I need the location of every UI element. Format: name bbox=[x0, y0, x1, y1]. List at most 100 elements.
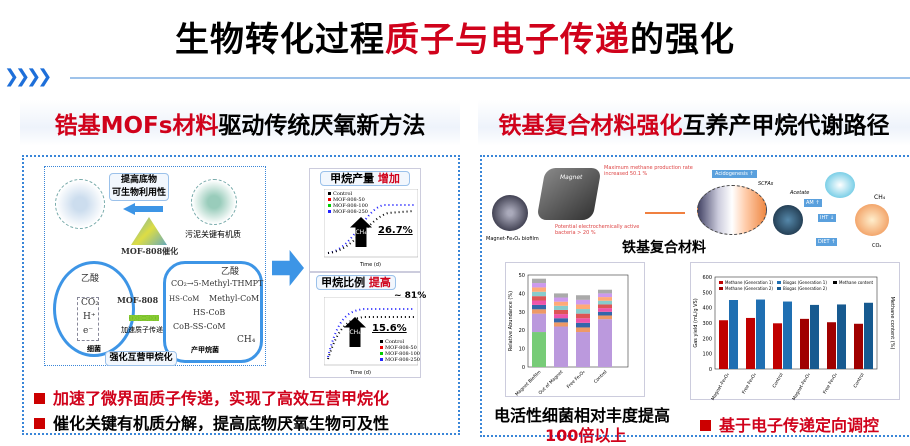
right-bullet-text: 基于电子传递定向调控 bbox=[719, 416, 880, 435]
magnet-label: Magnet bbox=[559, 174, 584, 181]
hs-cob-label: HS-CoB bbox=[193, 308, 226, 317]
legend-marker bbox=[380, 346, 383, 349]
abundance-segment bbox=[554, 322, 568, 327]
right-caption-2: 100倍以上 bbox=[545, 426, 627, 445]
abundance-segment bbox=[532, 309, 546, 314]
plot-frame bbox=[714, 276, 878, 370]
magnet-image: Magnet bbox=[536, 168, 602, 220]
biogas-bar bbox=[729, 300, 738, 369]
title-part2: 质子与电子传递 bbox=[385, 20, 630, 60]
left-heading-part2: 驱动传统厌氧新方法 bbox=[218, 113, 426, 139]
legend-entry: Control bbox=[328, 191, 368, 197]
sludge-label: 污泥关键有机质 bbox=[185, 230, 241, 239]
methane-bar bbox=[719, 320, 728, 369]
methane-yield-chart: 甲烷产量 增加 Control MOF-808-50 MOF-808-100 M… bbox=[309, 168, 421, 272]
biogas-bar bbox=[864, 302, 873, 369]
chart2-value2: ~ 81% bbox=[394, 291, 427, 301]
abundance-segment bbox=[554, 305, 568, 310]
h-plus-label: H⁺ bbox=[83, 312, 96, 322]
legend-label: Control bbox=[333, 191, 353, 197]
abundance-segment bbox=[554, 314, 568, 319]
right-heading-part2: 互养产甲烷代谢路径 bbox=[682, 113, 890, 139]
abundance-segment bbox=[598, 289, 612, 294]
abundance-segment bbox=[554, 309, 568, 315]
chart2-arrow-top: CH₄ bbox=[349, 329, 361, 336]
methane-yield-plot bbox=[324, 189, 418, 258]
diet-schematic bbox=[697, 185, 767, 235]
abundance-segment bbox=[598, 304, 612, 309]
left-bullet-2-text: 催化关键有机质分解，提高底物厌氧生物可及性 bbox=[53, 414, 390, 433]
bullet-square-icon bbox=[700, 420, 711, 431]
legend-entry: MOF-808-250 bbox=[328, 209, 368, 215]
y-axis-label: Gas yield (mL/g VS) bbox=[693, 298, 699, 347]
y-tick-label: 0 bbox=[709, 367, 712, 373]
biogas-bar bbox=[783, 301, 792, 369]
biofilm-image bbox=[492, 195, 528, 231]
legend-label: Control bbox=[385, 339, 405, 345]
mof-catalysis-label: MOF-808催化 bbox=[121, 246, 179, 256]
methyl-com-label: Methyl-CoM bbox=[209, 294, 260, 303]
y-tick-label: 40 bbox=[519, 291, 525, 297]
methanogen-cell bbox=[163, 261, 263, 363]
increase-arrow-icon: CH₄ bbox=[344, 317, 366, 347]
abundance-segment bbox=[554, 301, 568, 306]
y-tick-label: 30 bbox=[519, 310, 525, 316]
legend-label: MOF-808-250 bbox=[385, 357, 420, 363]
abundance-segment bbox=[554, 326, 568, 367]
legend-entry: MOF-808-50 bbox=[380, 345, 420, 351]
cob-ss-com-label: CoB-SS-CoM bbox=[173, 322, 226, 331]
legend-marker bbox=[380, 340, 383, 343]
composite-label: 铁基复合材料 bbox=[622, 240, 706, 256]
abundance-segment bbox=[576, 332, 590, 367]
legend-label: MOF-808-50 bbox=[333, 197, 365, 203]
left-bullet-1: 加速了微界面质子传递，实现了高效互营甲烷化 bbox=[34, 385, 389, 409]
y-tick-label: 100 bbox=[702, 352, 712, 358]
chart1-xlabel: Time (d) bbox=[360, 262, 381, 268]
legend-marker bbox=[328, 192, 331, 195]
chart2-title-b: 提高 bbox=[368, 276, 391, 289]
right-bullet: 基于电子传递定向调控 bbox=[700, 412, 879, 436]
legend-entry: MOF-808-50 bbox=[328, 197, 368, 203]
legend-marker bbox=[380, 352, 383, 355]
y-tick-label: 200 bbox=[702, 336, 712, 342]
potential-label: Potential electrochemically active bacte… bbox=[555, 224, 640, 236]
x-tick-label: Free Fe₃O₄ bbox=[566, 369, 587, 390]
abundance-segment bbox=[598, 293, 612, 298]
chart1-legend: Control MOF-808-50 MOF-808-100 MOF-808-2… bbox=[328, 191, 368, 215]
left-panel bbox=[22, 155, 460, 435]
max-rate-label: Maximum methane production rate increase… bbox=[604, 165, 693, 177]
biogas-bar bbox=[810, 304, 819, 369]
arrow-right-icon bbox=[645, 212, 685, 214]
chart2-xlabel: Time (d) bbox=[350, 370, 371, 376]
legend-entry: Methane (Generation 2) bbox=[725, 286, 773, 291]
chart1-arrow-top: CH₄ bbox=[355, 229, 367, 236]
legend-label: MOF-808-100 bbox=[333, 203, 368, 209]
abundance-segment bbox=[576, 309, 590, 314]
acidogenesis-label: Acidogenesis ↑ bbox=[712, 170, 757, 178]
methanogen-label: 产甲烷菌 bbox=[191, 346, 219, 354]
abundance-segment bbox=[576, 313, 590, 319]
legend-marker bbox=[328, 210, 331, 213]
x-tick-label: Control bbox=[852, 372, 865, 389]
methane-bar bbox=[800, 318, 809, 369]
legend-label: MOF-808-250 bbox=[333, 209, 368, 215]
scfas-label: SCFAs bbox=[758, 181, 774, 187]
y-tick-label: 300 bbox=[702, 321, 712, 327]
y-tick-label: 20 bbox=[519, 328, 525, 334]
increase-arrow-icon: CH₄ bbox=[350, 217, 372, 247]
abundance-segment bbox=[598, 315, 612, 320]
ch4-label: CH₄ bbox=[237, 335, 256, 345]
chart2-value: 15.6% bbox=[372, 323, 407, 334]
y-tick-label: 50 bbox=[519, 273, 525, 279]
abundance-segment bbox=[576, 318, 590, 323]
legend-marker bbox=[380, 358, 383, 361]
title-part3: 的强化 bbox=[630, 20, 735, 60]
chart2-legend: Control MOF-808-50 MOF-808-100 MOF-808-2… bbox=[380, 339, 420, 363]
abundance-segment bbox=[532, 296, 546, 301]
x-tick-label: Control bbox=[593, 369, 609, 385]
right-heading: 铁基复合材料强化互养产甲烷代谢路径 bbox=[478, 100, 910, 146]
slide-title: 生物转化过程质子与电子传递的强化 bbox=[0, 12, 910, 61]
chart1-title-a: 甲烷产量 bbox=[330, 172, 375, 185]
y-tick-label: 400 bbox=[702, 306, 712, 312]
